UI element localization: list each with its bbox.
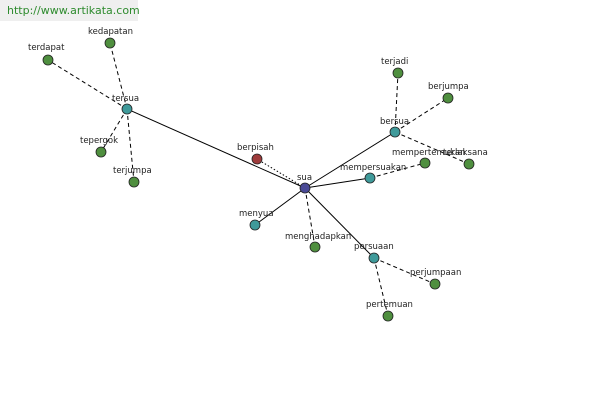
edge-sua-persuaan [304, 187, 375, 259]
node-label-terjadi: terjadi [381, 57, 408, 67]
node-tepergok[interactable] [95, 146, 107, 158]
edge-sua-berpisah [256, 158, 306, 189]
node-label-persuaan: persuaan [354, 242, 394, 252]
node-terjumpa[interactable] [128, 176, 140, 188]
edge-mempersuakan-mempertemukan [369, 162, 426, 179]
edge-tersua-terdapat [47, 59, 128, 110]
node-layer [42, 37, 475, 322]
node-perjumpaan[interactable] [429, 278, 441, 290]
edge-sua-bersua [304, 131, 396, 189]
node-label-sua: sua [297, 173, 312, 183]
node-menyua[interactable] [249, 219, 261, 231]
node-pertemuan[interactable] [382, 310, 394, 322]
node-label-kedapatan: kedapatan [88, 27, 133, 37]
edge-persuaan-pertemuan [373, 257, 389, 317]
node-tersua[interactable] [121, 103, 133, 115]
node-label-terdapat: terdapat [28, 43, 65, 53]
edge-sua-menghadapkan [304, 187, 316, 248]
watermark-url: http://www.artikata.com [7, 4, 140, 17]
edge-sua-menyua [254, 187, 306, 226]
node-menghadapkan[interactable] [309, 241, 321, 253]
edge-layer [47, 42, 470, 317]
node-kedapatan[interactable] [104, 37, 116, 49]
node-label-terlaksana: terlaksana [443, 148, 488, 158]
node-sua[interactable] [299, 182, 311, 194]
node-label-bersua: bersua [380, 117, 409, 127]
node-label-mempersuakan: mempersuakan [340, 163, 406, 173]
node-bersua[interactable] [389, 126, 401, 138]
node-label-pertemuan: pertemuan [366, 300, 413, 310]
node-mempersuakan[interactable] [364, 172, 376, 184]
edge-tersua-terjumpa [126, 108, 135, 183]
edge-sua-tersua [126, 108, 306, 189]
node-berpisah[interactable] [251, 153, 263, 165]
node-label-terjumpa: terjumpa [113, 166, 152, 176]
edge-tersua-tepergok [100, 108, 128, 153]
node-label-perjumpaan: perjumpaan [410, 268, 461, 278]
node-label-mempertemukan: mempertemukan [392, 148, 466, 158]
node-label-tersua: tersua [112, 94, 139, 104]
node-label-berjumpa: berjumpa [428, 82, 469, 92]
label-layer: sua bersua tersua persuaan mempersuakan menyu… [28, 27, 488, 310]
node-terjadi[interactable] [392, 67, 404, 79]
node-terlaksana[interactable] [463, 158, 475, 170]
node-mempertemukan[interactable] [419, 157, 431, 169]
edge-tersua-kedapatan [109, 42, 128, 110]
edge-sua-mempersuakan [304, 177, 371, 189]
edge-bersua-terjadi [394, 72, 399, 133]
watermark: http://www.artikata.com [0, 0, 140, 21]
node-label-tepergok: tepergok [80, 136, 118, 146]
node-label-menyua: menyua [239, 209, 274, 219]
node-persuaan[interactable] [368, 252, 380, 264]
node-terdapat[interactable] [42, 54, 54, 66]
node-label-menghadapkan: menghadapkan [285, 232, 351, 242]
node-label-berpisah: berpisah [237, 143, 274, 153]
edge-bersua-berjumpa [394, 97, 449, 133]
node-berjumpa[interactable] [442, 92, 454, 104]
